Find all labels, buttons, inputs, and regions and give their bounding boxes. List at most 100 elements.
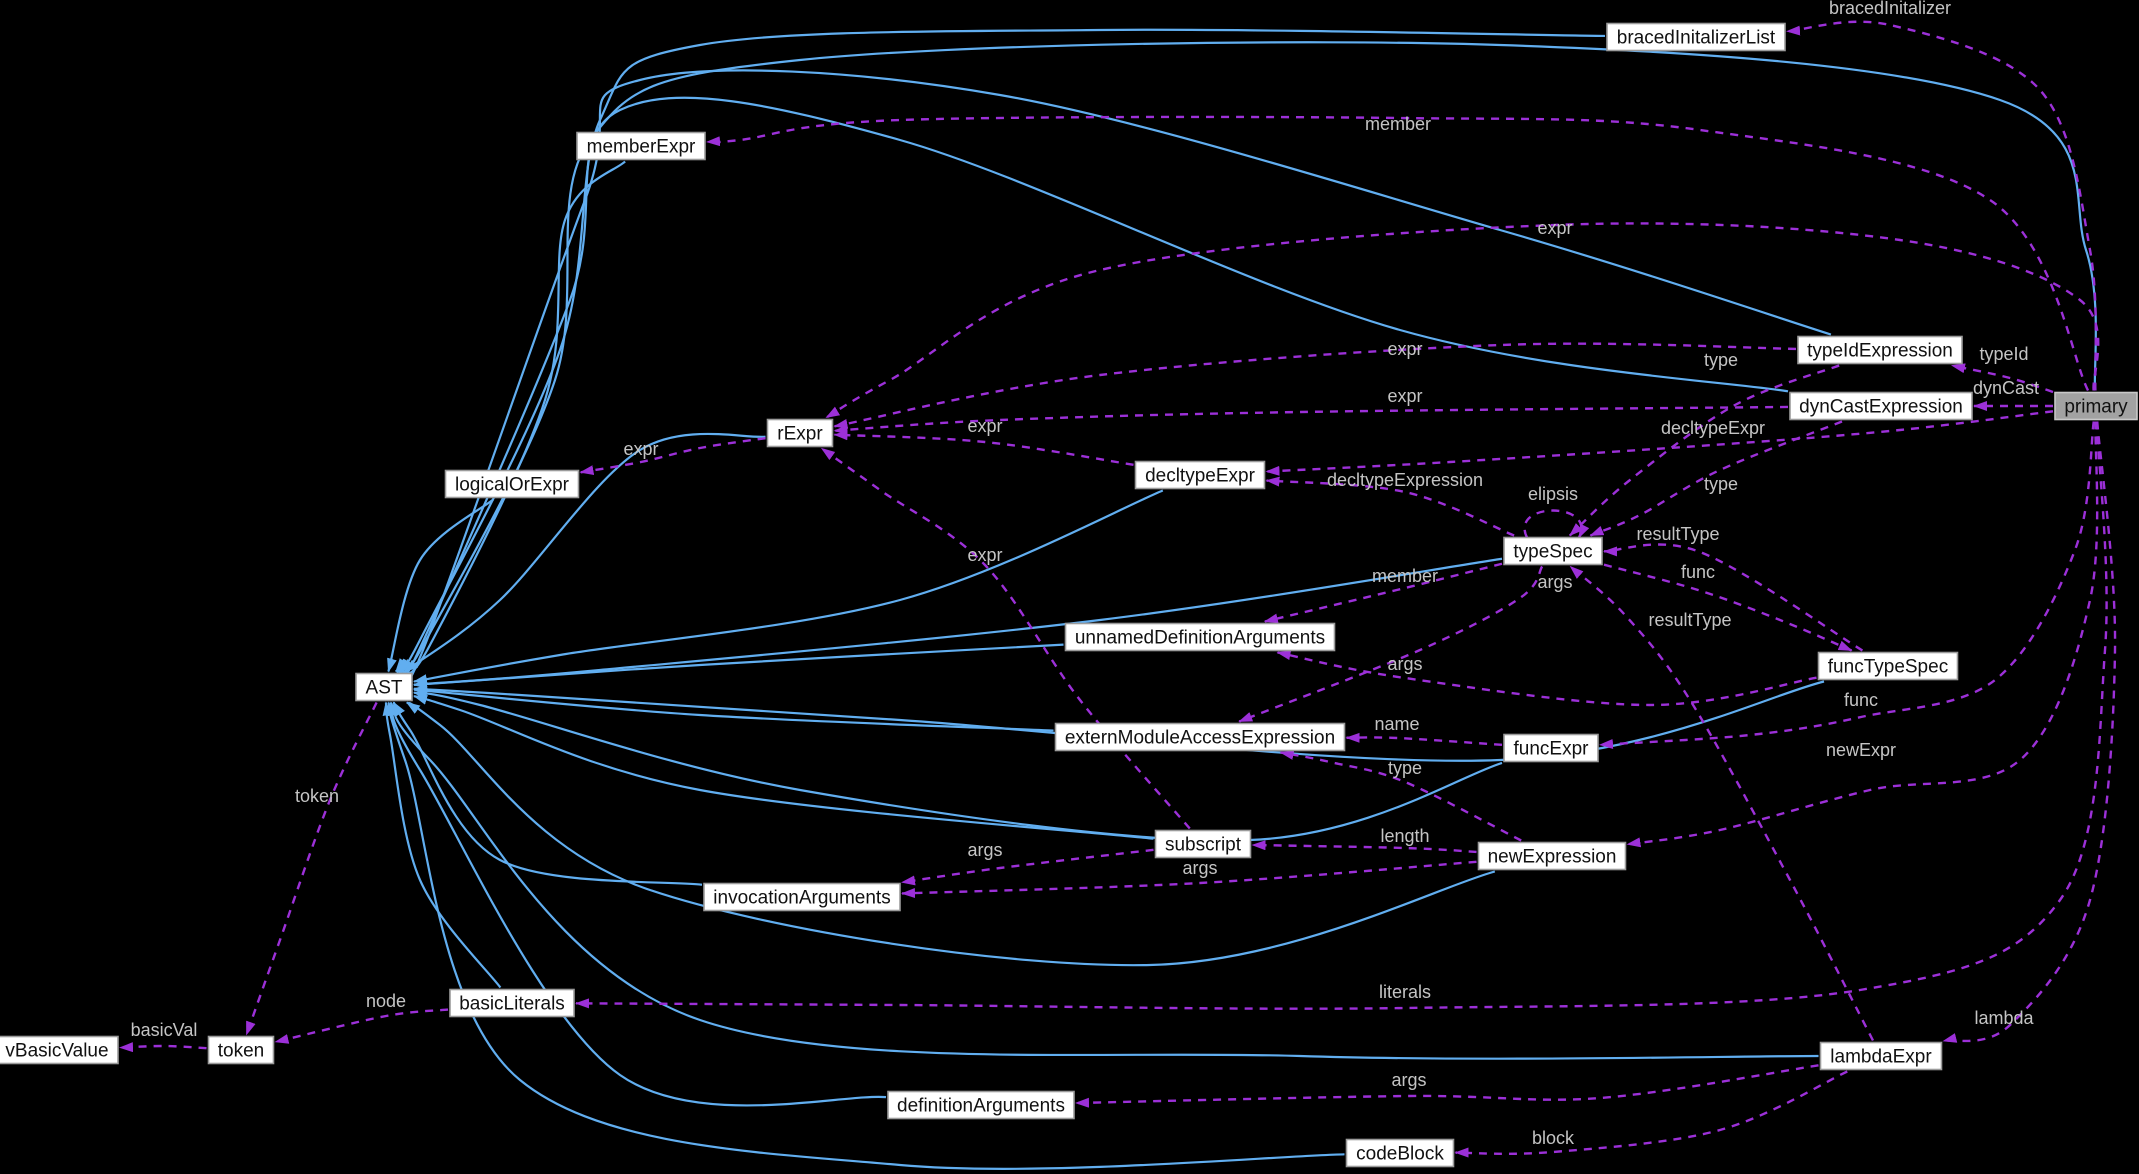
inheritance-edge <box>392 701 703 886</box>
inheritance-edge <box>382 701 502 989</box>
edge-label-func: func <box>1844 690 1878 710</box>
inheritance-edge <box>406 701 1496 967</box>
node-logicalOrExpr[interactable]: logicalOrExpr <box>444 469 580 499</box>
node-box <box>766 418 834 448</box>
usage-edge <box>1075 1064 1819 1108</box>
usage-edge <box>1523 509 1590 539</box>
edge-label-args: args <box>1537 572 1572 592</box>
edge-label-args: args <box>1387 654 1422 674</box>
usage-edge <box>901 848 1154 886</box>
node-funcTypeSpec[interactable]: funcTypeSpec <box>1817 651 1959 681</box>
node-basicLiterals[interactable]: basicLiterals <box>449 988 575 1018</box>
inheritance-edge <box>403 432 766 673</box>
usage-edge <box>579 436 766 476</box>
usage-edge <box>1942 421 2117 1043</box>
inheritance-edge <box>413 489 1164 685</box>
usage-edge <box>1589 420 1843 537</box>
node-box <box>1789 391 1973 421</box>
edge-label-lambda: lambda <box>1974 1008 2034 1028</box>
usage-edge <box>820 447 1191 830</box>
edge-label-dynCast: dynCast <box>1973 378 2039 398</box>
usage-edge <box>901 860 1477 899</box>
node-label: typeSpec <box>1513 542 1592 563</box>
node-label: definitionArguments <box>897 1096 1065 1117</box>
usage-edge <box>1599 421 2095 749</box>
usage-edge <box>1626 421 2099 848</box>
node-label: decltypeExpr <box>1145 466 1256 487</box>
usage-edge <box>1276 650 1817 707</box>
edge-labels-layer: bracedInitalizermemberexprtypeIddynCastd… <box>131 0 2039 1148</box>
node-box <box>1797 335 1963 365</box>
node-dynCastExpression[interactable]: dynCastExpression <box>1789 391 1973 421</box>
node-label: codeBlock <box>1356 1144 1444 1165</box>
node-label: vBasicValue <box>5 1041 108 1062</box>
node-invocationArguments[interactable]: invocationArguments <box>703 882 901 912</box>
node-decltypeExpr[interactable]: decltypeExpr <box>1134 460 1266 490</box>
node-label: memberExpr <box>587 137 696 158</box>
node-newExpression[interactable]: newExpression <box>1477 841 1627 871</box>
node-definitionArguments[interactable]: definitionArguments <box>887 1090 1075 1120</box>
node-rExpr[interactable]: rExpr <box>766 418 834 448</box>
node-box <box>1819 1041 1943 1071</box>
edges-layer <box>119 20 2117 1170</box>
usage-edge <box>575 421 2108 1010</box>
edge-label-member: member <box>1365 114 1431 134</box>
usage-edge <box>1568 364 1840 537</box>
node-vBasicValue[interactable]: vBasicValue <box>0 1035 119 1065</box>
inheritance-edge <box>392 701 1819 1060</box>
node-box <box>576 131 706 161</box>
edge-label-type: type <box>1388 758 1422 778</box>
inheritance-edge <box>400 160 626 675</box>
edge-label-type: type <box>1704 474 1738 494</box>
inheritance-edge <box>387 498 494 673</box>
node-lambdaExpr[interactable]: lambdaExpr <box>1819 1041 1943 1071</box>
edge-label-expr: expr <box>967 416 1002 436</box>
node-memberExpr[interactable]: memberExpr <box>576 131 706 161</box>
node-label: funcExpr <box>1514 739 1590 760</box>
node-label: unnamedDefinitionArguments <box>1075 628 1325 649</box>
node-codeBlock[interactable]: codeBlock <box>1345 1138 1455 1168</box>
node-box <box>1154 829 1252 859</box>
node-typeIdExpression[interactable]: typeIdExpression <box>1797 335 1963 365</box>
node-box <box>355 672 413 702</box>
inheritance-edge <box>398 69 1832 688</box>
node-box <box>449 988 575 1018</box>
usage-edge <box>274 1008 449 1044</box>
node-box <box>1503 733 1599 763</box>
node-bracedInitalizerList[interactable]: bracedInitalizerList <box>1606 22 1786 52</box>
node-typeSpec[interactable]: typeSpec <box>1503 536 1603 566</box>
node-box <box>703 882 901 912</box>
edge-label-name: name <box>1374 714 1419 734</box>
edge-label-bracedInitalizer: bracedInitalizer <box>1829 0 1951 18</box>
node-label: AST <box>366 678 403 699</box>
node-subscript[interactable]: subscript <box>1154 829 1252 859</box>
node-label: bracedInitalizerList <box>1617 28 1776 49</box>
node-label: typeIdExpression <box>1807 341 1953 362</box>
usage-edge <box>833 342 1797 429</box>
edge-label-decltypeExpr: decltypeExpr <box>1661 418 1765 438</box>
usage-edge <box>1238 565 1544 723</box>
node-token[interactable]: token <box>207 1035 275 1065</box>
node-label: primary <box>2064 397 2128 418</box>
node-unnamedDefinitionArguments[interactable]: unnamedDefinitionArguments <box>1064 622 1336 652</box>
node-externModuleAccessExpression[interactable]: externModuleAccessExpression <box>1054 722 1346 752</box>
usage-edge <box>1279 750 1522 842</box>
edge-label-expr: expr <box>1387 386 1422 406</box>
node-primary[interactable]: primary <box>2054 391 2138 421</box>
node-AST[interactable]: AST <box>355 672 413 702</box>
edge-label-expr: expr <box>1387 339 1422 359</box>
edge-label-args: args <box>967 840 1002 860</box>
node-funcExpr[interactable]: funcExpr <box>1503 733 1599 763</box>
node-box <box>1817 651 1959 681</box>
usage-edge <box>833 430 1134 466</box>
edge-label-expr: expr <box>1537 218 1572 238</box>
usage-edge <box>1950 363 2054 394</box>
node-label: rExpr <box>777 424 823 445</box>
edge-label-args: args <box>1182 858 1217 878</box>
inheritance-edge <box>397 96 1789 684</box>
edge-label-newExpr: newExpr <box>1826 740 1896 760</box>
edge-label-typeId: typeId <box>1979 344 2028 364</box>
node-label: lambdaExpr <box>1830 1047 1932 1068</box>
edge-label-expr: expr <box>623 439 658 459</box>
